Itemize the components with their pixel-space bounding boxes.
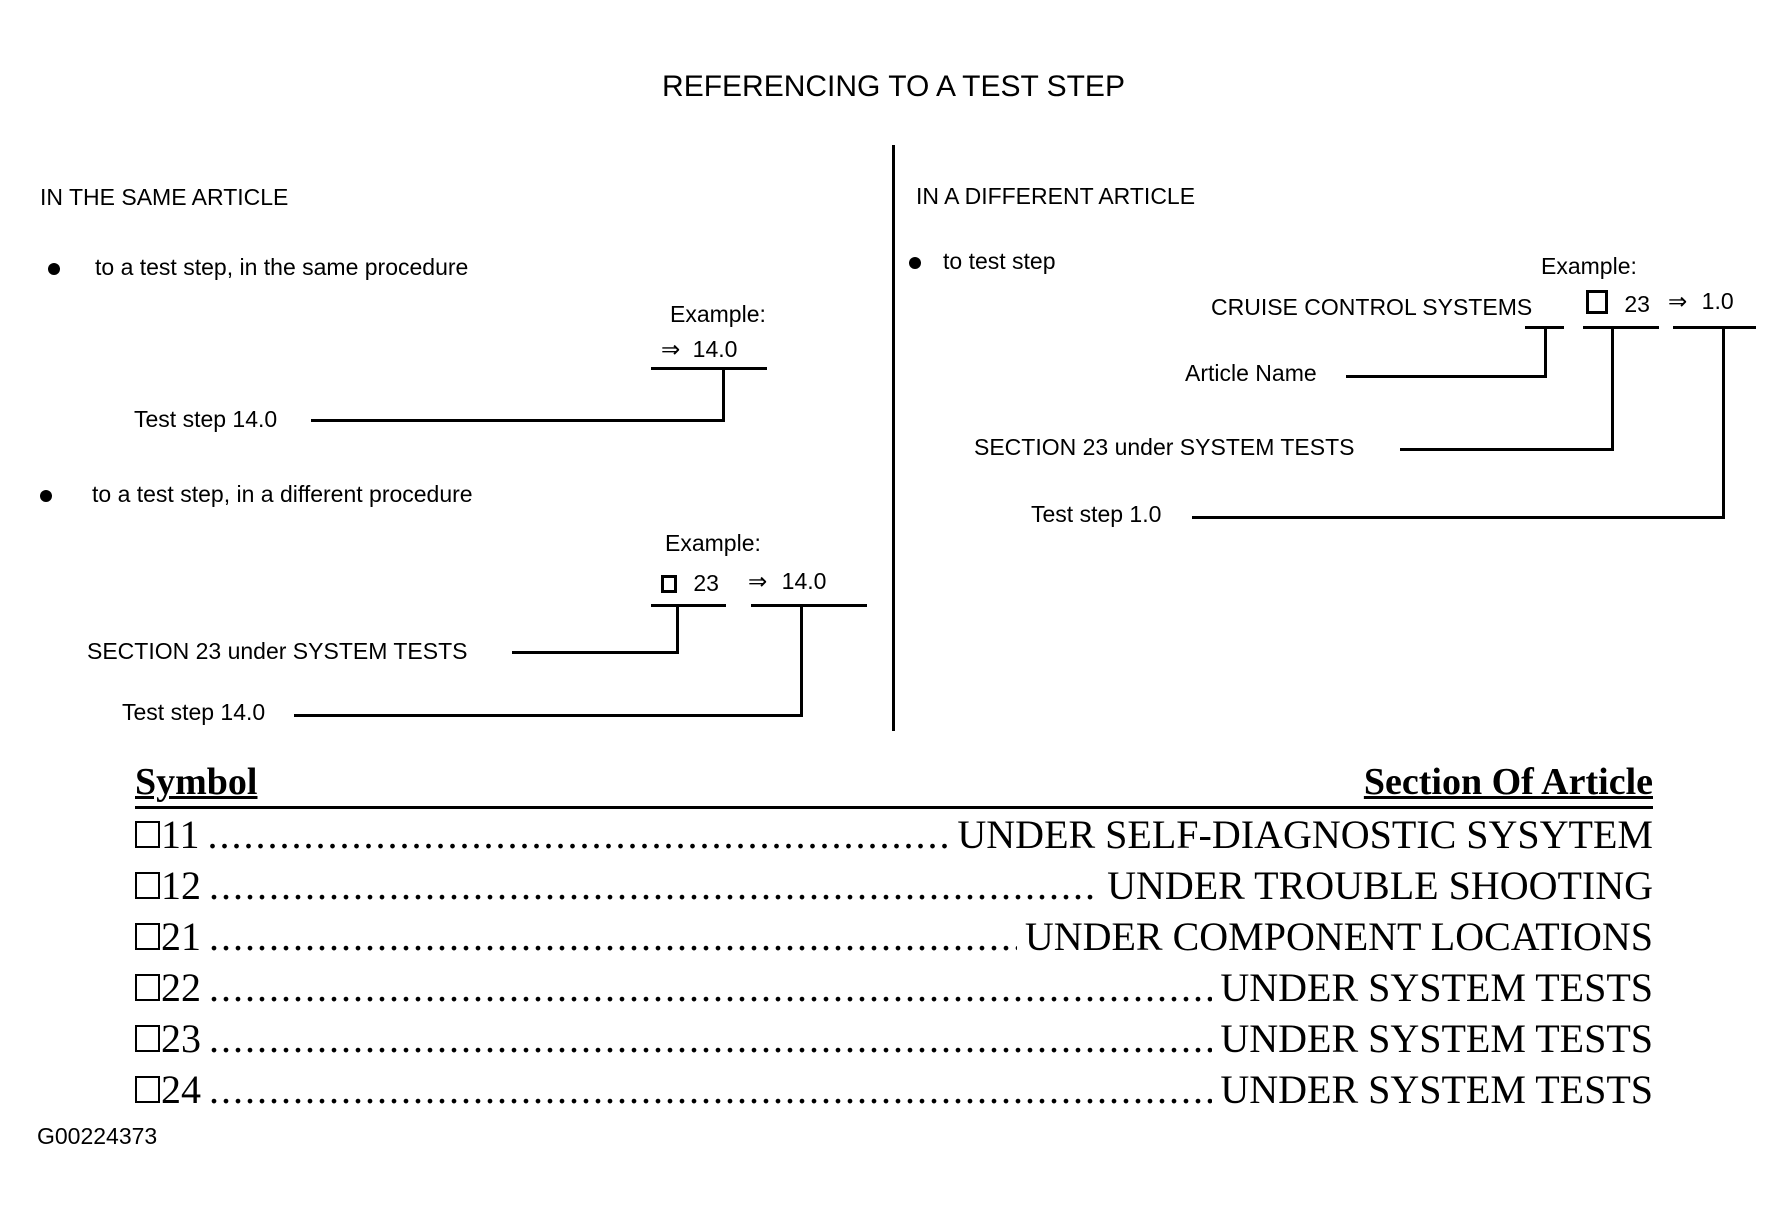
legend-symbol: 12 bbox=[161, 863, 201, 908]
left-case1-leader-h bbox=[311, 419, 725, 422]
right-section-leader-h bbox=[1400, 448, 1614, 451]
left-case1-leader-v bbox=[722, 367, 725, 422]
legend-row: 12 UNDER TROUBLE SHOOTING bbox=[135, 860, 1653, 911]
legend-section: UNDER SYSTEM TESTS bbox=[1220, 1016, 1653, 1061]
right-example-step: ⇒ 1.0 bbox=[1668, 288, 1734, 315]
symbol-legend: Symbol Section Of Article 11 UNDER SELF-… bbox=[135, 758, 1653, 1115]
section-box-icon bbox=[135, 974, 160, 1001]
legend-row: 22 UNDER SYSTEM TESTS bbox=[135, 962, 1653, 1013]
section-box-icon bbox=[135, 1025, 160, 1052]
legend-symbol: 11 bbox=[161, 812, 200, 857]
left-case2-section-underline bbox=[651, 604, 726, 607]
left-case2-section: 23 bbox=[693, 570, 719, 596]
right-section-leader-v bbox=[1611, 326, 1614, 451]
leader-dots bbox=[209, 1064, 1212, 1115]
legend-header-symbol: Symbol bbox=[135, 761, 258, 803]
left-case2-step-underline bbox=[751, 604, 867, 607]
section-box-icon bbox=[135, 923, 160, 950]
right-example-label: Example: bbox=[1541, 253, 1637, 279]
leader-dots bbox=[209, 962, 1212, 1013]
section-box-icon bbox=[135, 821, 160, 848]
leader-dots bbox=[208, 809, 950, 860]
left-case1-text: to a test step, in the same procedure bbox=[95, 254, 469, 280]
right-article-leader-h bbox=[1346, 375, 1547, 378]
right-article-leader-v bbox=[1544, 326, 1547, 378]
section-box-icon bbox=[1586, 290, 1608, 314]
right-step-leader-v bbox=[1722, 326, 1725, 519]
left-case2-example-section: 23 bbox=[661, 570, 719, 597]
legend-symbol: 22 bbox=[161, 965, 201, 1010]
legend-header-section: Section Of Article bbox=[1363, 761, 1653, 803]
legend-row: 24 UNDER SYSTEM TESTS bbox=[135, 1064, 1653, 1115]
legend-section: UNDER TROUBLE SHOOTING bbox=[1107, 863, 1653, 908]
right-callout-step: Test step 1.0 bbox=[1031, 501, 1162, 527]
right-heading: IN A DIFFERENT ARTICLE bbox=[916, 183, 1196, 209]
right-bullet-text: to test step bbox=[943, 248, 1056, 274]
right-step-leader-h bbox=[1192, 516, 1725, 519]
legend-symbol: 23 bbox=[161, 1016, 201, 1061]
left-case2-step: 14.0 bbox=[781, 568, 827, 594]
right-callout-section: SECTION 23 under SYSTEM TESTS bbox=[974, 434, 1355, 460]
left-case2-callout-section: SECTION 23 under SYSTEM TESTS bbox=[87, 638, 468, 664]
legend-section: UNDER COMPONENT LOCATIONS bbox=[1024, 914, 1653, 959]
legend-symbol: 24 bbox=[161, 1067, 201, 1112]
page-title: REFERENCING TO A TEST STEP bbox=[662, 70, 1125, 103]
leader-dots bbox=[209, 860, 1099, 911]
left-case1-underline bbox=[651, 367, 767, 370]
arrow-icon: ⇒ bbox=[1668, 288, 1688, 314]
legend-section: UNDER SYSTEM TESTS bbox=[1220, 965, 1653, 1010]
arrow-icon: ⇒ bbox=[748, 568, 768, 594]
legend-row: 23 UNDER SYSTEM TESTS bbox=[135, 1013, 1653, 1064]
left-heading: IN THE SAME ARTICLE bbox=[40, 184, 289, 210]
section-box-icon bbox=[661, 575, 677, 593]
bullet-dot bbox=[40, 490, 52, 502]
section-box-icon bbox=[135, 1076, 160, 1103]
left-case2-step-leader-v bbox=[800, 604, 803, 717]
left-case2-section-leader-h bbox=[512, 651, 679, 654]
right-section: 23 bbox=[1624, 291, 1650, 317]
right-step: 1.0 bbox=[1701, 288, 1734, 314]
center-divider bbox=[892, 145, 895, 731]
arrow-icon: ⇒ bbox=[661, 336, 681, 362]
right-callout-article: Article Name bbox=[1185, 360, 1317, 386]
right-step-underline bbox=[1673, 326, 1756, 329]
left-case2-section-leader-v bbox=[676, 604, 679, 654]
right-section-underline bbox=[1583, 326, 1659, 329]
leader-dots bbox=[209, 911, 1017, 962]
legend-row: 11 UNDER SELF-DIAGNOSTIC SYSYTEM bbox=[135, 809, 1653, 860]
right-article: CRUISE CONTROL SYSTEMS bbox=[1211, 294, 1533, 320]
legend-header: Symbol Section Of Article bbox=[135, 758, 1653, 809]
left-case1-step: 14.0 bbox=[692, 336, 738, 362]
legend-row: 21 UNDER COMPONENT LOCATIONS bbox=[135, 911, 1653, 962]
right-example-section: 23 bbox=[1586, 290, 1650, 318]
left-case2-step-leader-h bbox=[294, 714, 803, 717]
leader-dots bbox=[209, 1013, 1212, 1064]
left-case1-callout: Test step 14.0 bbox=[134, 406, 278, 432]
left-case2-callout-step: Test step 14.0 bbox=[122, 699, 266, 725]
legend-section: UNDER SYSTEM TESTS bbox=[1220, 1067, 1653, 1112]
bullet-dot bbox=[909, 257, 921, 269]
legend-section: UNDER SELF-DIAGNOSTIC SYSYTEM bbox=[957, 812, 1653, 857]
left-case2-example-step: ⇒ 14.0 bbox=[748, 568, 826, 595]
left-case2-example-label: Example: bbox=[665, 530, 761, 556]
legend-symbol: 21 bbox=[161, 914, 201, 959]
section-box-icon bbox=[135, 872, 160, 899]
figure-id: G00224373 bbox=[37, 1123, 158, 1149]
bullet-dot bbox=[48, 263, 60, 275]
left-case1-example-label: Example: bbox=[670, 301, 766, 327]
left-case2-text: to a test step, in a different procedure bbox=[92, 481, 473, 507]
left-case1-example: ⇒ 14.0 bbox=[661, 336, 737, 363]
